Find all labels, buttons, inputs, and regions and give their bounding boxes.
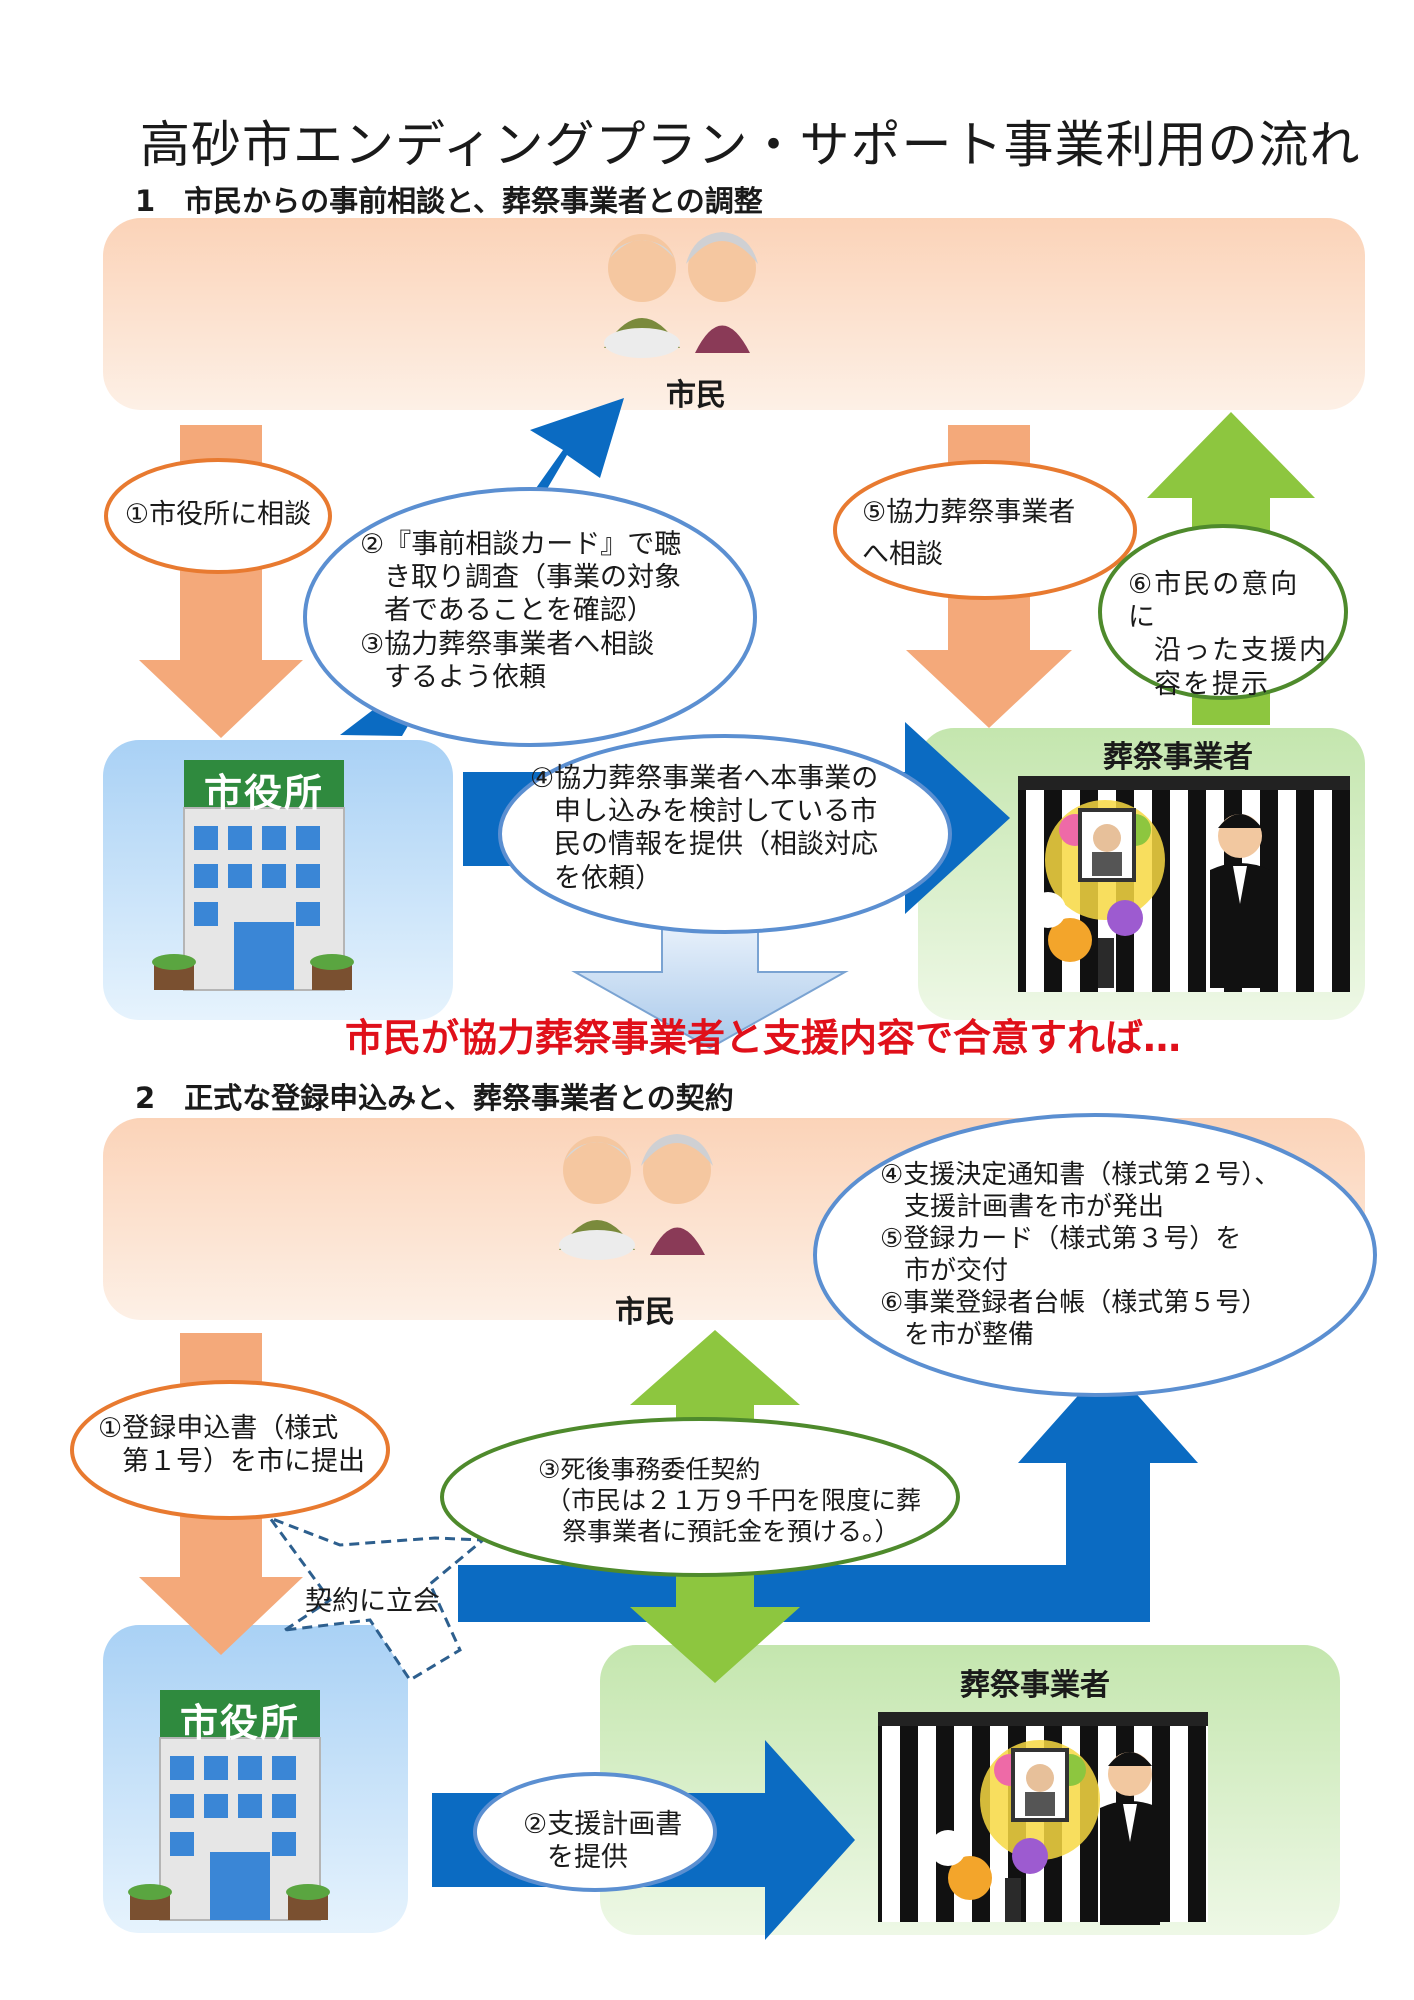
s1-step-4-line-4: を依頼） bbox=[554, 862, 662, 894]
s1-step-6-line-3: 容を提示 bbox=[1154, 668, 1270, 700]
s1-step-2-line-2: き取り調査（事業の対象 bbox=[384, 562, 681, 594]
s1-step-3-line-1: ③協力葬祭事業者へ相談 bbox=[360, 628, 655, 660]
s2-step-4-line-2: 支援計画書を市が発出 bbox=[904, 1191, 1165, 1222]
s2-step-2-line-1: ②支援計画書 bbox=[523, 1809, 683, 1840]
section1-heading: 1 市民からの事前相談と、葬祭事業者との調整 bbox=[135, 184, 763, 218]
s2-step-6-line-2: を市が整備 bbox=[904, 1319, 1035, 1350]
s1-step-1-text: ①市役所に相談 bbox=[124, 499, 312, 530]
s2-step-1-line-1: ①登録申込書（様式 bbox=[98, 1413, 339, 1444]
s1-step-5-text: ⑤協力葬祭事業者 へ相談 bbox=[862, 492, 1122, 576]
s1-bubble-2-3-outline bbox=[303, 487, 757, 747]
s1-city-hall-building-icon bbox=[152, 760, 354, 991]
s2-city-hall-sign: 市役所 bbox=[179, 1701, 300, 1745]
s1-citizen-band bbox=[103, 218, 1365, 410]
s1-step-4-text: ④協力葬祭事業者へ本事業の 申し込みを検討している市 民の情報を提供（相談対応 … bbox=[530, 762, 930, 895]
s1-funeral-altar-illustration bbox=[1018, 776, 1350, 992]
s1-step-6-line-1: ⑥市民の意向に bbox=[1128, 569, 1300, 634]
s1-step-2-line-3: 者であることを確認） bbox=[384, 595, 654, 627]
s2-step-2-text: ②支援計画書 を提供 bbox=[523, 1808, 723, 1874]
s2-step-4-6-text: ④支援決定通知書（様式第２号）、 支援計画書を市が発出 ⑤登録カード（様式第３号… bbox=[880, 1160, 1350, 1352]
s1-bubble-5-outline bbox=[833, 460, 1137, 600]
s2-citizen-label: 市民 bbox=[615, 1295, 675, 1330]
s2-witness-text: 契約に立会 bbox=[305, 1586, 440, 1617]
s2-bubble-2-outline bbox=[473, 1772, 717, 1892]
s1-city-hall-sign: 市役所 bbox=[203, 771, 324, 815]
s2-step-2-line-2: を提供 bbox=[547, 1842, 628, 1874]
page-title: 高砂市エンディングプラン・サポート事業利用の流れ bbox=[140, 116, 1361, 174]
s2-citizens-illustration bbox=[559, 1134, 713, 1260]
s2-bubble-1-outline bbox=[70, 1380, 390, 1520]
s1-funeral-label: 葬祭事業者 bbox=[1103, 740, 1253, 775]
s1-step-4-line-2: 申し込みを検討している市 bbox=[554, 796, 878, 828]
s1-step-5-line-2: へ相談 bbox=[862, 538, 943, 570]
s2-step-1-line-2: 第１号）を市に提出 bbox=[122, 1446, 365, 1478]
s1-step-3-line-2: するよう依頼 bbox=[384, 661, 546, 693]
s2-step-3-line-1: ③死後事務委任契約 bbox=[538, 1455, 761, 1484]
s1-bubble-6-outline bbox=[1098, 524, 1348, 700]
s2-step-5-line-1: ⑤登録カード（様式第３号）を bbox=[880, 1223, 1242, 1254]
s1-step-4-line-3: 民の情報を提供（相談対応 bbox=[554, 829, 878, 861]
s1-step-6-text: ⑥市民の意向に 沿った支援内 容を提示 bbox=[1128, 568, 1328, 701]
s2-step-4-line-1: ④支援決定通知書（様式第２号）、 bbox=[880, 1160, 1281, 1190]
s2-bubble-4-6-outline bbox=[813, 1113, 1377, 1397]
s1-bubble-4-outline bbox=[498, 734, 952, 934]
s2-city-hall-building-icon bbox=[128, 1690, 330, 1921]
s2-step-1-text: ①登録申込書（様式 第１号）を市に提出 bbox=[98, 1412, 398, 1478]
s1-step-5-line-1: ⑤協力葬祭事業者 bbox=[862, 497, 1076, 528]
s1-citizen-label: 市民 bbox=[666, 378, 726, 413]
s2-funeral-altar-illustration bbox=[878, 1712, 1208, 1925]
s1-bubble-1-outline bbox=[104, 458, 332, 574]
s2-funeral-label: 葬祭事業者 bbox=[960, 1668, 1110, 1703]
s1-step-2-line-1: ②『事前相談カード』で聴 bbox=[360, 529, 682, 560]
s2-step-3-line-2: （市民は２１万９千円を限度に葬 bbox=[546, 1485, 922, 1515]
s2-step-6-line-1: ⑥事業登録者台帳（様式第５号） bbox=[880, 1287, 1268, 1318]
s1-step-4-line-1: ④協力葬祭事業者へ本事業の bbox=[530, 763, 879, 794]
section2-heading: 2 正式な登録申込みと、葬祭事業者との契約 bbox=[135, 1081, 734, 1115]
s1-citizens-illustration bbox=[604, 232, 758, 358]
s2-step-3-text: ③死後事務委任契約 （市民は２１万９千円を限度に葬 祭事業者に預託金を預ける。） bbox=[538, 1455, 938, 1547]
s1-step-2-3-text: ②『事前相談カード』で聴 き取り調査（事業の対象 者であることを確認） ③協力葬… bbox=[360, 528, 700, 694]
s2-step-5-line-2: 市が交付 bbox=[904, 1255, 1009, 1286]
s2-bubble-3-outline bbox=[440, 1417, 960, 1577]
s2-step-3-line-3: 祭事業者に預託金を預ける。） bbox=[562, 1516, 900, 1546]
s1-step-6-line-2: 沿った支援内 bbox=[1154, 635, 1328, 667]
transition-text: 市民が協力葬祭事業者と支援内容で合意すれば… bbox=[345, 1016, 1182, 1060]
